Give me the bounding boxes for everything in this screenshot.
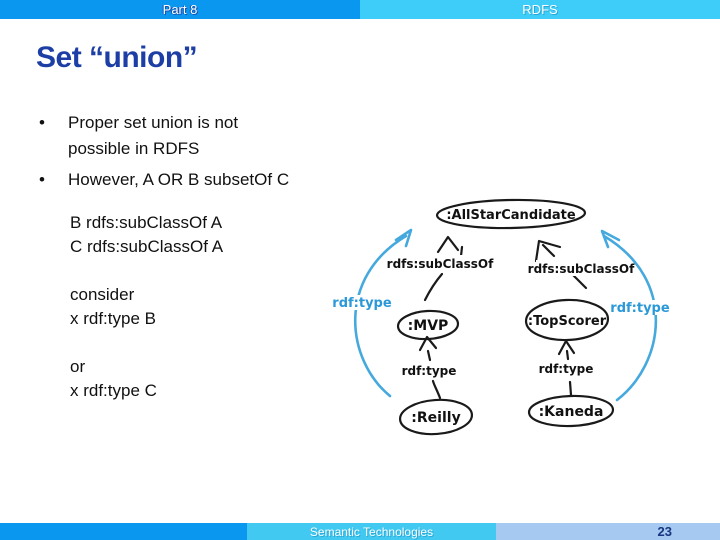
footer-title: Semantic Technologies [309,524,434,539]
header-topic-label: RDFS [522,2,558,17]
edge-type-left-tail [431,379,442,400]
bullet-item: • However, A OR B subsetOf C [39,167,359,193]
arrowhead-inferred-right-icon [600,229,621,249]
header-part-bar: Part 8 [0,0,360,19]
rdf-graph-svg: :AllStarCandidate :MVP :TopScorer :Reill… [332,198,670,436]
edge-subclassof-left-dash [459,245,464,258]
bullet-item: • Proper set union is not possible in RD… [39,110,359,162]
edge-type-right-dash [565,349,570,361]
node-mvp-ellipse [396,309,460,341]
edge-inferred-type-right-curve [602,234,658,402]
node-kaneda-label: :Kaneda [539,404,604,420]
label-mask [615,300,665,315]
edge-label-inferred-type-left: rdf:type [332,296,392,311]
bullet-2-text: However, A OR B subsetOf C [68,170,290,189]
edge-label-type-right: rdf:type [539,362,594,376]
bullet-marker: • [39,113,45,132]
page-number: 23 [657,524,672,539]
label-mask [396,255,484,271]
edge-subclassof-left-tail [423,272,444,302]
note-line-b-subclassof: B rdfs:subClassOf A [70,213,223,232]
footer-left-bar [0,523,247,540]
bullet-1-line-2: possible in RDFS [68,139,200,158]
node-reilly-label: :Reilly [411,410,460,426]
edge-type-left-dash [426,349,432,362]
bullet-list: • Proper set union is not possible in RD… [39,110,359,198]
footer-center-bar: Semantic Technologies [247,523,496,540]
label-mask [536,260,626,276]
page-title: Set “union” [36,41,198,74]
node-topscorer-ellipse [524,298,610,342]
header-topic-bar: RDFS [360,0,720,19]
edge-inferred-type-left-curve [353,234,408,398]
arrowhead-inferred-left-icon [394,228,413,248]
footer-right-bar: 23 [496,523,720,540]
note-line-consider: consider [70,285,135,304]
note-line-x-type-b: x rdf:type B [70,309,156,328]
arrowhead-type-left-icon [418,335,438,352]
note-gap [70,259,370,283]
label-mask [401,363,457,378]
node-allstarcandidate-ellipse [435,198,587,230]
edge-label-type-left: rdf:type [402,364,457,378]
bullet-text: Proper set union is not possible in RDFS [68,110,238,162]
node-mvp-label: :MVP [408,318,449,334]
note-gap [70,331,370,355]
edge-label-subclassof-right: rdfs:subClassOf [528,262,635,276]
node-allstarcandidate-label: :AllStarCandidate [446,208,576,223]
note-line-x-type-c: x rdf:type C [70,381,157,400]
label-mask [538,361,594,376]
bullet-marker: • [39,170,45,189]
edge-label-subclassof-left: rdfs:subClassOf [387,257,494,271]
arrowhead-subclassof-left-icon [436,235,460,254]
bullet-1-line-1: Proper set union is not [68,113,239,132]
arrowhead-subclassof-right-icon [534,239,562,263]
rdf-graph-diagram: :AllStarCandidate :MVP :TopScorer :Reill… [330,190,720,450]
header-part-label: Part 8 [162,2,198,17]
edge-type-right-tail [568,380,573,397]
node-reilly-ellipse [398,398,474,436]
node-topscorer-label: :TopScorer [528,314,607,329]
edge-subclassof-right-dash [541,243,556,258]
label-mask [337,295,387,310]
edge-label-inferred-type-right: rdf:type [610,301,670,316]
note-line-c-subclassof: C rdfs:subClassOf A [70,237,224,256]
note-line-or: or [70,357,86,376]
notes-block: B rdfs:subClassOf A C rdfs:subClassOf A … [70,211,370,403]
node-kaneda-ellipse [527,394,615,428]
